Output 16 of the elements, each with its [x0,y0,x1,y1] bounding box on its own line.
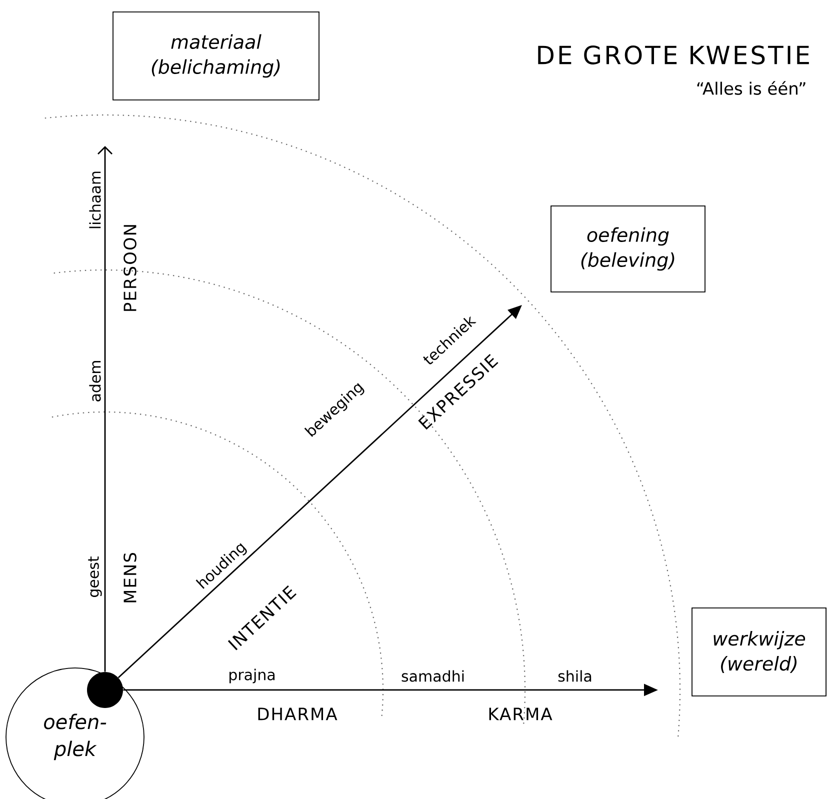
label-box: werkwijze (wereld) [692,608,826,696]
axis-label: KARMA [489,708,552,720]
axis-word: samadhi [402,670,464,682]
title: DE GROTE KWESTIE [538,46,809,64]
axis-word: geest [88,556,102,597]
axis-label: PERSOON [124,225,136,311]
axis-label: MENS [124,552,136,602]
arrow [98,146,112,672]
label-box: oefening (beleving) [550,206,706,292]
axis-word: shila [558,670,592,682]
subtitle: “Alles is één” [697,81,806,95]
axis-word: prajna [230,668,275,684]
axis-label: DHARMA [258,708,338,720]
axis-word: lichaam [89,172,101,228]
label-box: materiaal (belichaming) [112,12,320,100]
axis-word: adem [89,360,101,402]
